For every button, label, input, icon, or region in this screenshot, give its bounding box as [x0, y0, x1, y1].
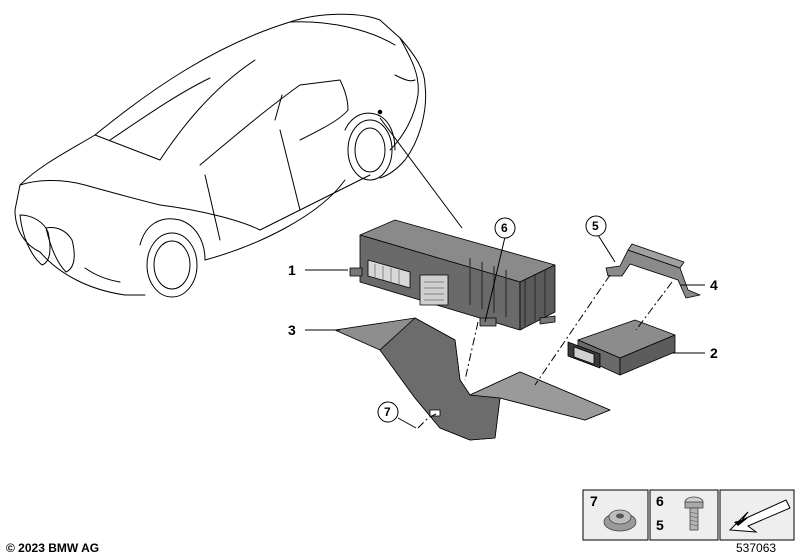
callout-2: 2	[710, 345, 718, 361]
copyright-text: © 2023 BMW AG	[6, 541, 100, 555]
callout-5: 5	[592, 219, 599, 233]
callout-1: 1	[288, 262, 296, 278]
callout-7: 7	[384, 405, 391, 419]
callout-6: 6	[501, 221, 508, 235]
diagram-id-text: 537063	[736, 541, 777, 555]
callout-leaders	[305, 234, 705, 429]
car-outline	[14, 13, 427, 298]
bracket-part-3	[334, 317, 611, 441]
direction-arrow-icon	[728, 499, 791, 533]
callout-6-circle: 6	[494, 217, 516, 239]
legend-box-screw: 6 5	[649, 489, 719, 541]
legend-box-nut: 7	[582, 489, 649, 541]
legend-num-5: 5	[656, 517, 664, 533]
callout-5-circle: 5	[585, 215, 607, 237]
bracket-part-4	[605, 243, 701, 299]
legend-box-direction	[719, 489, 795, 541]
amplifier-part	[349, 219, 556, 331]
leader-car-to-amplifier	[379, 117, 463, 229]
module-part-2	[567, 319, 676, 376]
callout-7-circle: 7	[377, 401, 399, 423]
callout-4: 4	[710, 277, 718, 293]
assembly-dashed-lines	[417, 274, 673, 429]
legend-num-6: 6	[656, 493, 664, 509]
callout-3: 3	[288, 322, 296, 338]
legend-num-7: 7	[590, 493, 598, 509]
nut-icon	[603, 509, 637, 532]
screw-icon	[684, 496, 704, 531]
